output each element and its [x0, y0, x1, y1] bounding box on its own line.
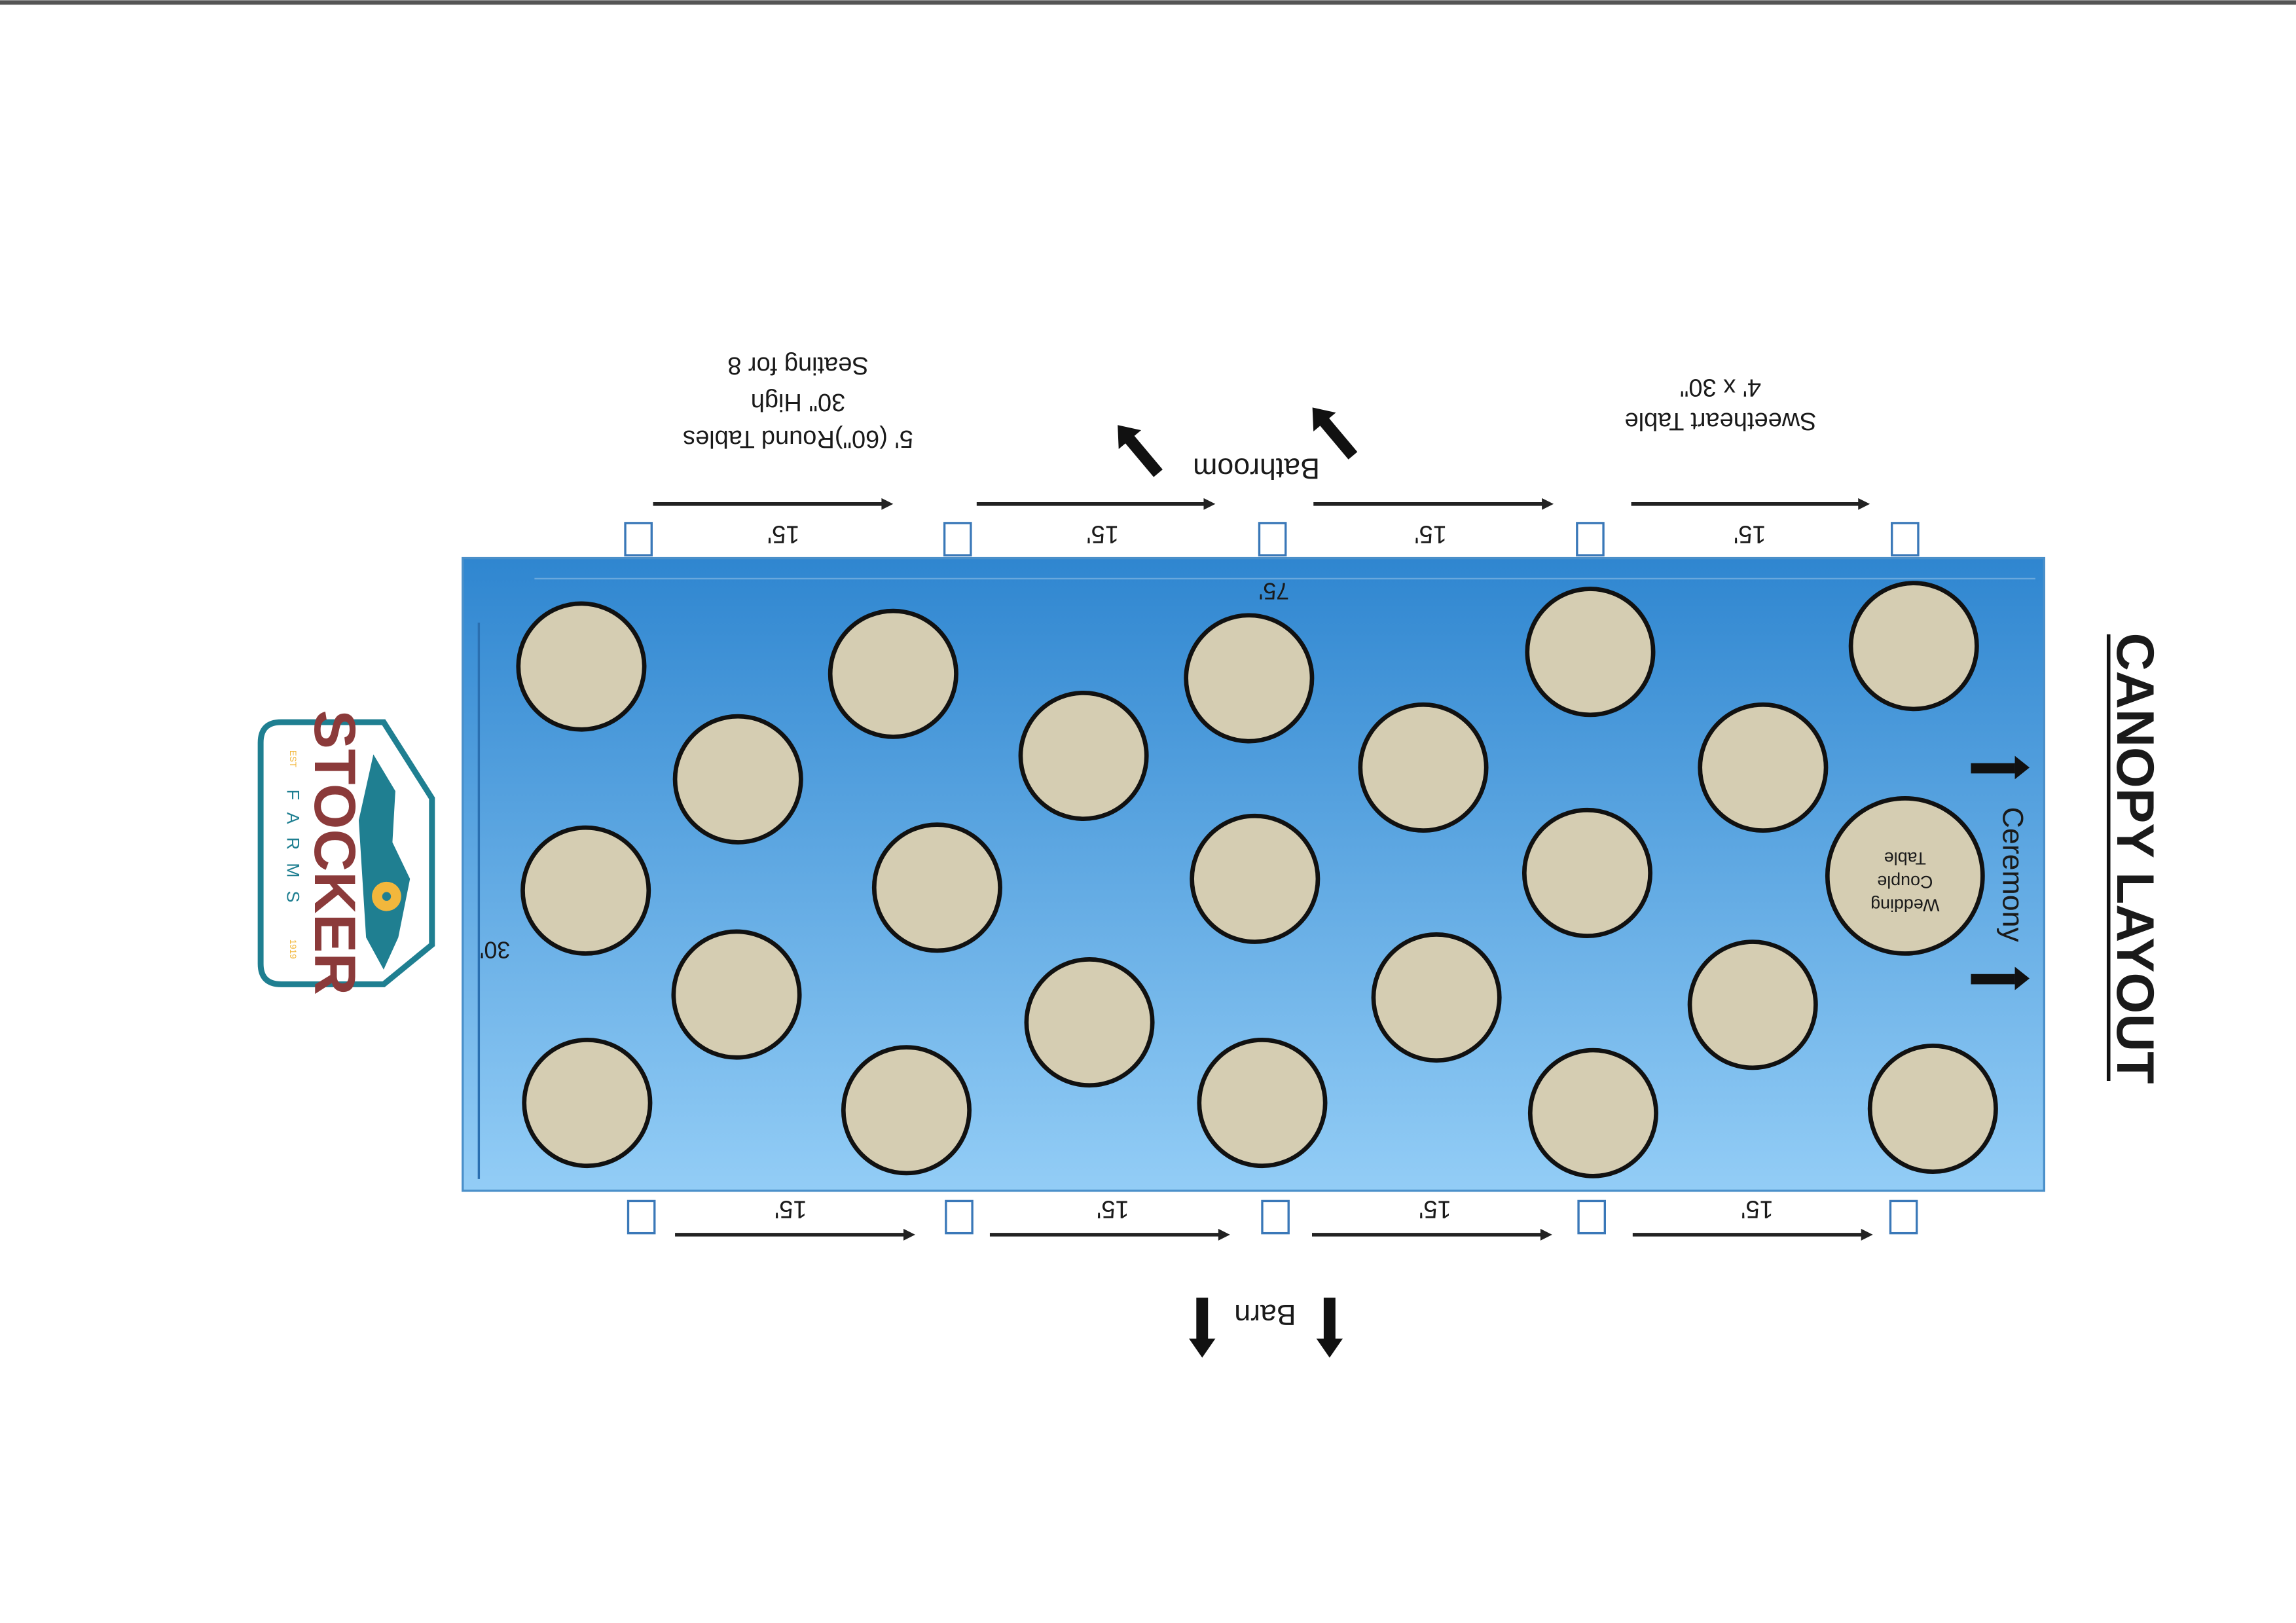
svg-text:EST: EST [288, 750, 298, 767]
round-table [1358, 702, 1489, 833]
stocker-farms-logo: STOCKER FARMS EST 1919 [257, 710, 435, 995]
bathroom-label: Bathroom [1193, 452, 1320, 484]
round-table [1698, 702, 1829, 833]
pole-marker [1577, 1199, 1606, 1235]
spacing-label: 15' [1414, 520, 1447, 547]
round-table [1184, 613, 1315, 744]
barn-arrow-icon [1316, 1298, 1343, 1358]
spacing-label: 15' [1734, 520, 1766, 547]
spacing-label: 15' [767, 520, 800, 547]
spacing-label: 15' [1097, 1195, 1129, 1222]
round-table [1190, 813, 1321, 944]
round-tables [516, 581, 1998, 1178]
spacing-label: 15' [1741, 1195, 1774, 1222]
round-table [1525, 587, 1656, 718]
round-table [1522, 807, 1653, 938]
couple-table-line1: Wedding [1870, 896, 1939, 915]
pole-marker [1891, 522, 1920, 556]
couple-table-line2: Couple [1877, 872, 1933, 892]
round-table [672, 714, 803, 845]
round-table [1018, 690, 1149, 822]
scan-edge [0, 0, 2296, 5]
round-table [1197, 1038, 1328, 1169]
spacing-arrow-icon [675, 1228, 915, 1241]
pole-marker [1889, 1199, 1918, 1235]
pole-marker [1258, 522, 1287, 556]
width-label: 30' [480, 937, 511, 963]
spacing-label: 15' [1419, 1195, 1451, 1222]
spacing-arrow-icon [1312, 1228, 1552, 1241]
round-table [522, 1038, 653, 1169]
pole-marker [627, 1199, 656, 1235]
spacing-arrow-icon [653, 498, 894, 510]
round-table [1527, 1048, 1658, 1178]
round-table [841, 1045, 972, 1176]
spacing-arrow-icon [989, 1228, 1230, 1241]
ceremony-arrow-icon [1971, 756, 2030, 780]
round-table [520, 825, 651, 956]
round-table [671, 929, 802, 1060]
ceremony-label: Ceremony [1997, 807, 2029, 943]
wedding-couple-table [1825, 796, 1985, 956]
bathroom-arrow-icon [1312, 407, 1358, 460]
page-title: CANOPY LAYOUT [2105, 633, 2164, 1084]
spacing-arrow-icon [1631, 498, 1870, 510]
spacing-arrow-icon [1313, 498, 1554, 510]
couple-table-line3: Table [1884, 848, 1926, 868]
svg-text:1919: 1919 [288, 939, 298, 959]
round-table [1848, 581, 1979, 712]
pole-marker [1576, 522, 1605, 556]
barn-label: Barn [1234, 1298, 1296, 1330]
pole-marker [1261, 1199, 1290, 1235]
round-table [1687, 939, 1818, 1070]
round-table [516, 601, 647, 732]
length-label: 75' [1259, 578, 1290, 604]
svg-text:STOCKER: STOCKER [302, 710, 368, 995]
spacing-label: 15' [1086, 520, 1119, 547]
spacing-arrow-icon [1632, 1228, 1873, 1241]
svg-text:FARMS: FARMS [283, 790, 302, 916]
round-table [828, 608, 958, 739]
spacing-arrow-icon [976, 498, 1216, 510]
bathroom-arrow-icon [1118, 425, 1163, 477]
pole-marker [943, 522, 972, 556]
round-tables-note-line2: 30" High [751, 388, 846, 416]
sweetheart-note-line2: 4' x 30" [1680, 374, 1761, 401]
pole-marker [624, 522, 653, 556]
round-table [1867, 1044, 1998, 1175]
round-table [1024, 957, 1155, 1088]
barn-arrow-icon [1189, 1298, 1216, 1358]
sweetheart-note-line1: Sweetheart Table [1624, 407, 1816, 435]
pole-marker [945, 1199, 974, 1235]
round-tables-note-line1: 5' (60")Round Tables [683, 425, 913, 452]
spacing-label: 15' [774, 1195, 807, 1222]
round-tables-note-line3: Seating for 8 [727, 352, 869, 379]
round-table [1371, 932, 1502, 1063]
ceremony-arrow-icon [1971, 966, 2030, 991]
round-table [871, 822, 1002, 953]
